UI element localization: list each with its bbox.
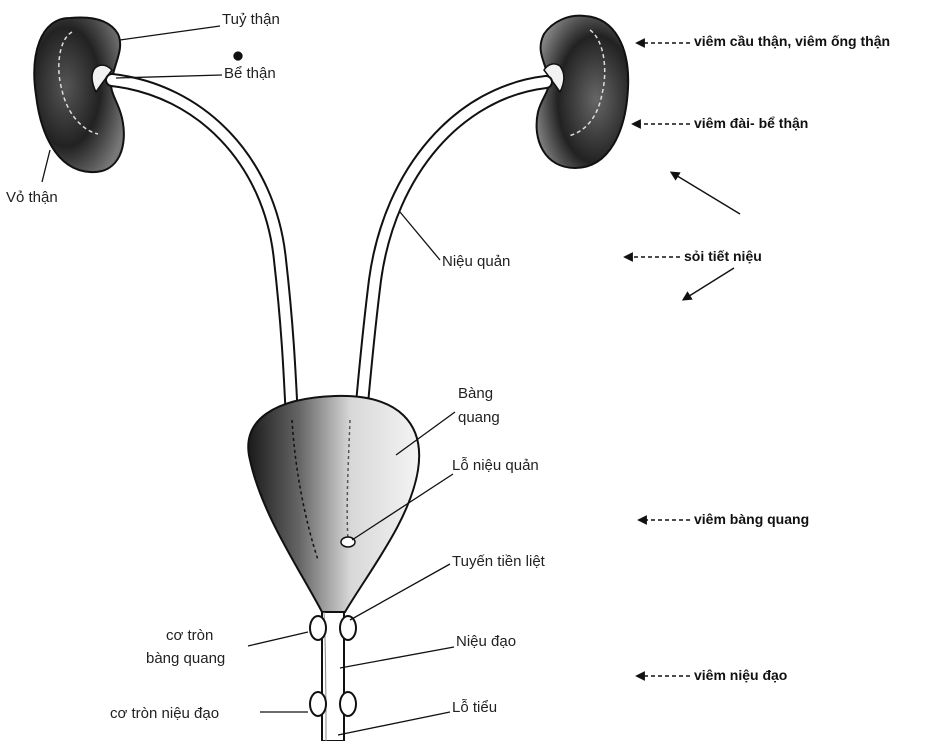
condition-nieu-dao: viêm niệu đạo xyxy=(694,667,787,683)
condition-cau-than: viêm cầu thận, viêm ống thận xyxy=(694,33,890,49)
label-co-tron-nieu-dao: cơ tròn niệu đạo xyxy=(110,705,219,722)
label-bang-quang-2: quang xyxy=(458,409,500,426)
condition-bang-quang: viêm bàng quang xyxy=(694,511,809,527)
label-co-tron-bq-1: cơ tròn xyxy=(166,627,213,644)
condition-arrows xyxy=(628,43,740,676)
label-lo-nieu-quan: Lỗ niệu quản xyxy=(452,457,539,474)
left-kidney xyxy=(34,18,124,173)
label-nieu-quan: Niệu quản xyxy=(442,253,510,270)
label-vo-than: Vỏ thận xyxy=(6,189,58,206)
label-tuyen-tien-liet: Tuyến tiền liệt xyxy=(452,553,546,570)
right-kidney xyxy=(537,16,629,168)
condition-soi: sỏi tiết niệu xyxy=(684,248,762,264)
label-lo-tieu: Lỗ tiểu xyxy=(452,699,497,716)
condition-dai-be-than: viêm đài- bể thận xyxy=(694,115,808,131)
label-nieu-dao: Niệu đạo xyxy=(456,633,516,650)
label-bang-quang-1: Bàng xyxy=(458,385,493,402)
label-be-than: Bể thận xyxy=(224,65,276,82)
bladder xyxy=(248,396,419,612)
label-co-tron-bq-2: bàng quang xyxy=(146,650,225,667)
label-tuy-than: Tuỷ thận xyxy=(222,11,280,28)
